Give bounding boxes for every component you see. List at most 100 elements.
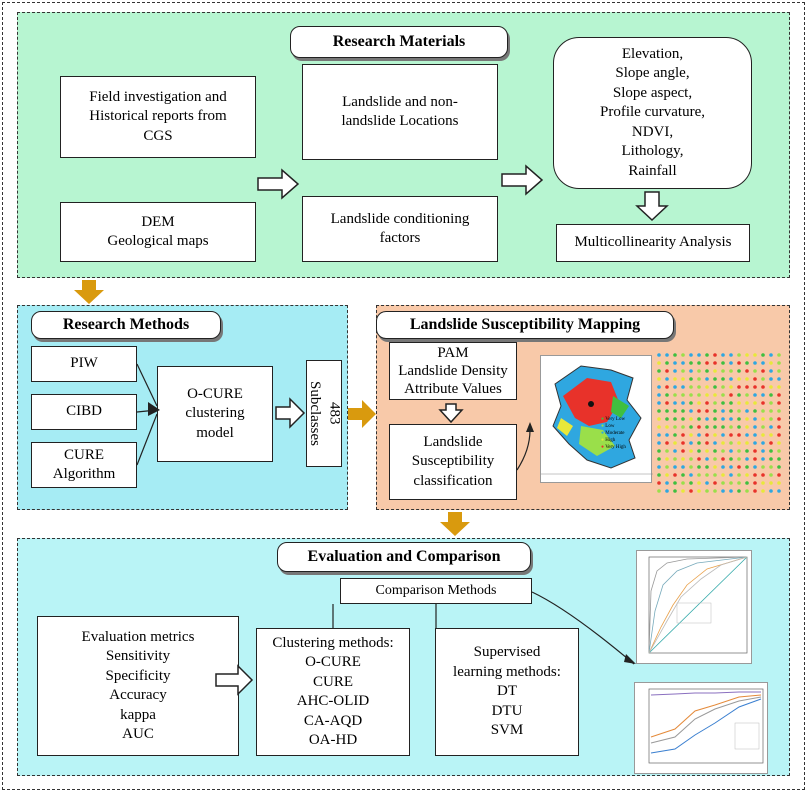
matrix-dot xyxy=(737,425,741,429)
matrix-dot xyxy=(769,433,773,437)
matrix-dot xyxy=(713,369,717,373)
matrix-dot xyxy=(697,369,701,373)
matrix-dot xyxy=(777,433,781,437)
matrix-dot xyxy=(657,385,661,389)
matrix-dot xyxy=(665,409,669,413)
matrix-dot xyxy=(753,353,757,357)
matrix-dot xyxy=(777,369,781,373)
matrix-dot xyxy=(681,369,685,373)
matrix-dot xyxy=(705,377,709,381)
matrix-dot xyxy=(769,473,773,477)
matrix-dot xyxy=(657,401,661,405)
matrix-dot xyxy=(769,353,773,357)
matrix-dot xyxy=(737,377,741,381)
matrix-dot xyxy=(665,353,669,357)
matrix-dot xyxy=(665,361,669,365)
legend-high: ● High xyxy=(601,438,616,443)
matrix-dot xyxy=(729,409,733,413)
matrix-dot xyxy=(737,473,741,477)
matrix-dot xyxy=(689,481,693,485)
matrix-dot xyxy=(745,425,749,429)
matrix-dot xyxy=(665,425,669,429)
matrix-dot xyxy=(673,353,677,357)
comparison-line-chart-thumbnail xyxy=(634,682,768,774)
matrix-dot xyxy=(697,377,701,381)
matrix-dot xyxy=(753,441,757,445)
matrix-dot xyxy=(769,409,773,413)
matrix-dot xyxy=(689,401,693,405)
legend-very-low: ● Very Low xyxy=(601,417,626,422)
matrix-dot xyxy=(745,489,749,493)
matrix-dot xyxy=(753,393,757,397)
matrix-dot xyxy=(705,401,709,405)
matrix-dot xyxy=(657,369,661,373)
matrix-dot xyxy=(697,409,701,413)
matrix-dot xyxy=(737,353,741,357)
matrix-dot xyxy=(689,457,693,461)
matrix-dot xyxy=(681,377,685,381)
matrix-dot xyxy=(713,353,717,357)
matrix-dot xyxy=(761,361,765,365)
matrix-dot xyxy=(689,369,693,373)
matrix-dot xyxy=(721,369,725,373)
matrix-dot xyxy=(777,401,781,405)
roc-curve-thumbnail xyxy=(636,550,752,664)
matrix-dot xyxy=(673,489,677,493)
roc-curve-graphic xyxy=(648,556,748,654)
field-investigation-box: Field investigation and Historical repor… xyxy=(60,76,256,158)
matrix-dot xyxy=(697,465,701,469)
matrix-dot xyxy=(737,489,741,493)
arrow-right-materials-2 xyxy=(501,164,544,196)
matrix-dot xyxy=(777,465,781,469)
matrix-dot xyxy=(721,489,725,493)
matrix-dot xyxy=(761,481,765,485)
matrix-dot xyxy=(713,417,717,421)
matrix-dot xyxy=(665,417,669,421)
matrix-dot xyxy=(777,441,781,445)
matrix-dot xyxy=(737,465,741,469)
matrix-dot xyxy=(705,393,709,397)
matrix-dot xyxy=(753,465,757,469)
arrow-right-evaluation xyxy=(215,664,254,696)
landslide-locations-box: Landslide and non- landslide Locations xyxy=(302,64,498,160)
matrix-dot xyxy=(745,473,749,477)
matrix-dot xyxy=(769,465,773,469)
matrix-dot xyxy=(705,425,709,429)
matrix-dot xyxy=(729,441,733,445)
matrix-dot xyxy=(729,433,733,437)
matrix-dot xyxy=(729,385,733,389)
matrix-dot xyxy=(689,465,693,469)
matrix-dot xyxy=(769,361,773,365)
matrix-dot xyxy=(721,473,725,477)
matrix-dot xyxy=(713,377,717,381)
matrix-dot xyxy=(697,481,701,485)
matrix-dot xyxy=(737,369,741,373)
matrix-dot xyxy=(673,457,677,461)
matrix-dot xyxy=(657,433,661,437)
matrix-dot xyxy=(697,425,701,429)
matrix-dot xyxy=(721,377,725,381)
matrix-dot xyxy=(697,385,701,389)
matrix-dot xyxy=(681,449,685,453)
matrix-dot xyxy=(673,393,677,397)
matrix-dot xyxy=(681,457,685,461)
matrix-dot xyxy=(665,377,669,381)
matrix-dot xyxy=(689,361,693,365)
matrix-dot xyxy=(673,449,677,453)
matrix-dot xyxy=(697,417,701,421)
matrix-dot xyxy=(721,449,725,453)
matrix-dot xyxy=(737,441,741,445)
matrix-dot xyxy=(705,361,709,365)
matrix-dot xyxy=(689,449,693,453)
matrix-dot xyxy=(713,385,717,389)
comparison-line-chart-graphic xyxy=(648,688,764,764)
matrix-dot xyxy=(657,481,661,485)
matrix-dot xyxy=(697,457,701,461)
matrix-dot xyxy=(721,433,725,437)
matrix-dot xyxy=(713,449,717,453)
matrix-dot xyxy=(729,425,733,429)
matrix-dot xyxy=(737,433,741,437)
matrix-dot xyxy=(769,385,773,389)
matrix-dot xyxy=(665,441,669,445)
matrix-dot xyxy=(689,417,693,421)
